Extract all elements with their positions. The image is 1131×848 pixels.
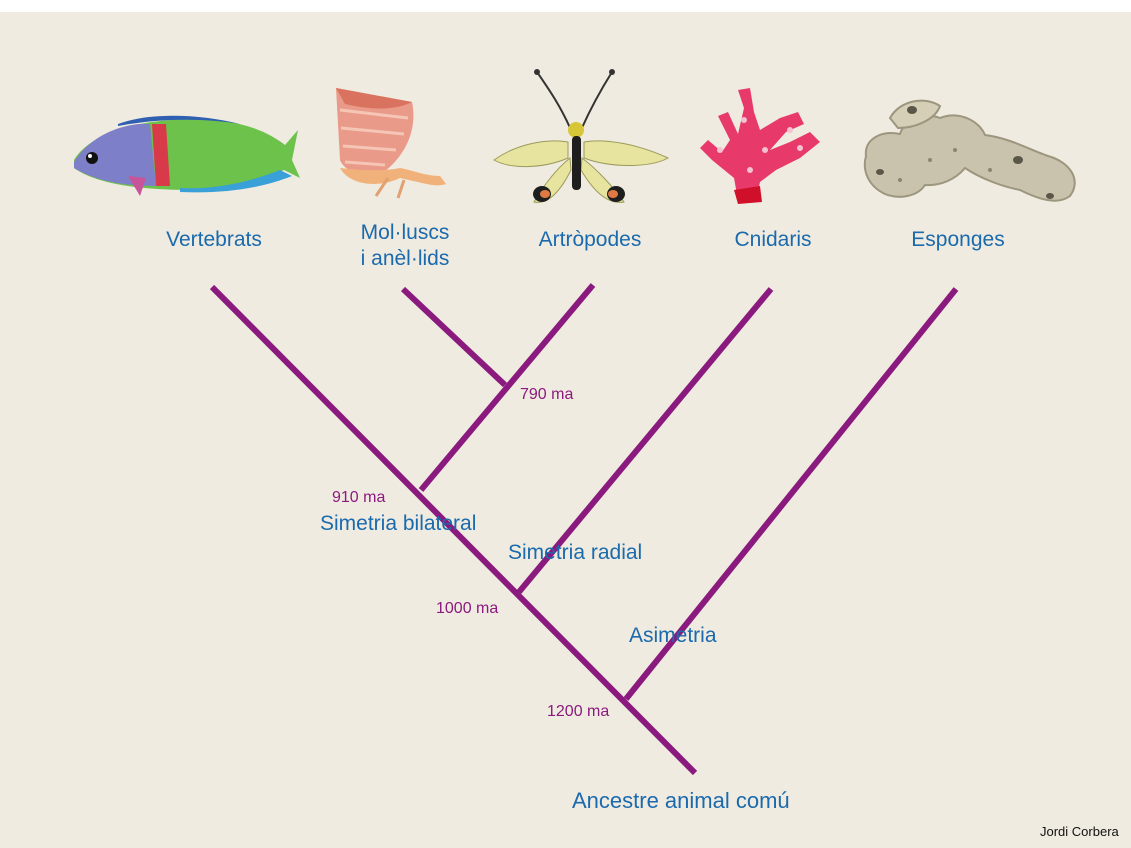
node-date-790: 790 ma [520, 385, 573, 405]
root-label: Ancestre animal comú [572, 788, 790, 814]
taxon-label-vertebrats: Vertebrats [124, 227, 304, 253]
taxon-label-molluscs: Mol·luscs i anèl·lids [320, 220, 490, 272]
node-label-simetria-radial: Simetria radial [508, 540, 642, 566]
node-label-asimetria: Asimetria [629, 623, 717, 649]
node-date-910: 910 ma [332, 488, 385, 508]
illustrator-credit: Jordi Corbera [1040, 824, 1119, 840]
coral-illustration [700, 88, 820, 204]
node-date-1000: 1000 ma [436, 599, 498, 619]
taxon-label-esponges: Esponges [868, 227, 1048, 253]
branch-molluscs [403, 289, 505, 385]
taxon-label-cnidaris: Cnidaris [683, 227, 863, 253]
insect-illustration [494, 69, 668, 202]
sponge-illustration [865, 101, 1075, 201]
node-date-1200: 1200 ma [547, 702, 609, 722]
fish-illustration [74, 116, 300, 196]
taxon-label-artropodes: Artròpodes [500, 227, 680, 253]
snail-illustration [336, 88, 446, 198]
node-label-simetria-bilateral: Simetria bilateral [320, 511, 476, 537]
